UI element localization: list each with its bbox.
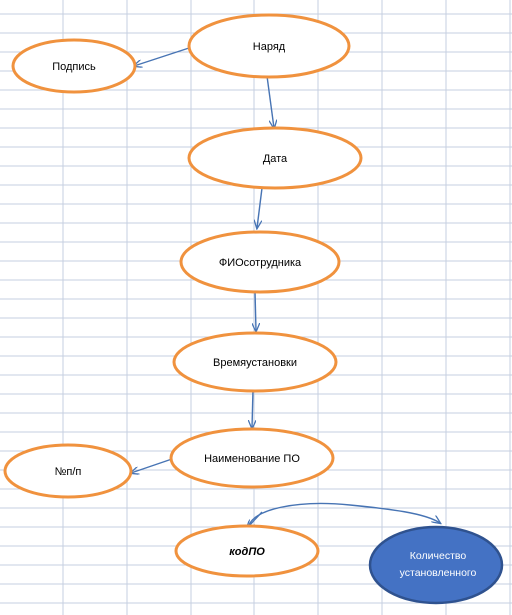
- arrow-naryad-to-data: [266, 75, 274, 128]
- node-kod: кодПО: [174, 524, 320, 578]
- node-vremya-label: Времяустановки: [213, 357, 297, 369]
- node-naimenovanie-label: Наименование ПО: [204, 453, 300, 465]
- node-podpis: Подпись: [11, 38, 137, 94]
- node-data-label: Дата: [263, 153, 288, 165]
- node-naryad: Наряд: [187, 13, 351, 79]
- arrow-vremya-to-naimenovanie: [252, 388, 253, 428]
- node-num: №п/п: [3, 443, 133, 499]
- arrow-naimenovanie-to-num: [131, 458, 173, 473]
- node-num-label: №п/п: [55, 466, 82, 478]
- node-fio-label: ФИОсотрудника: [219, 257, 302, 269]
- node-podpis-label: Подпись: [52, 61, 96, 73]
- arrow-data-to-fio: [257, 187, 263, 228]
- node-kod-label: кодПО: [229, 546, 265, 558]
- node-kolichestvo: Количество установленного: [368, 525, 504, 605]
- node-vremya: Времяустановки: [172, 331, 338, 393]
- node-fio: ФИОсотрудника: [179, 230, 341, 294]
- arrow-fio-to-vremya: [255, 290, 256, 331]
- node-kolichestvo-label-line2: установленного: [400, 567, 477, 579]
- connectors: [131, 47, 440, 530]
- node-naimenovanie: Наименование ПО: [169, 427, 335, 489]
- node-data: Дата: [187, 126, 363, 190]
- node-kolichestvo-label-line1: Количество: [410, 550, 467, 562]
- node-naryad-label: Наряд: [253, 41, 286, 53]
- arrow-kod-to-kolichestvo: [247, 502, 440, 530]
- arrow-naryad-to-podpis: [134, 47, 190, 66]
